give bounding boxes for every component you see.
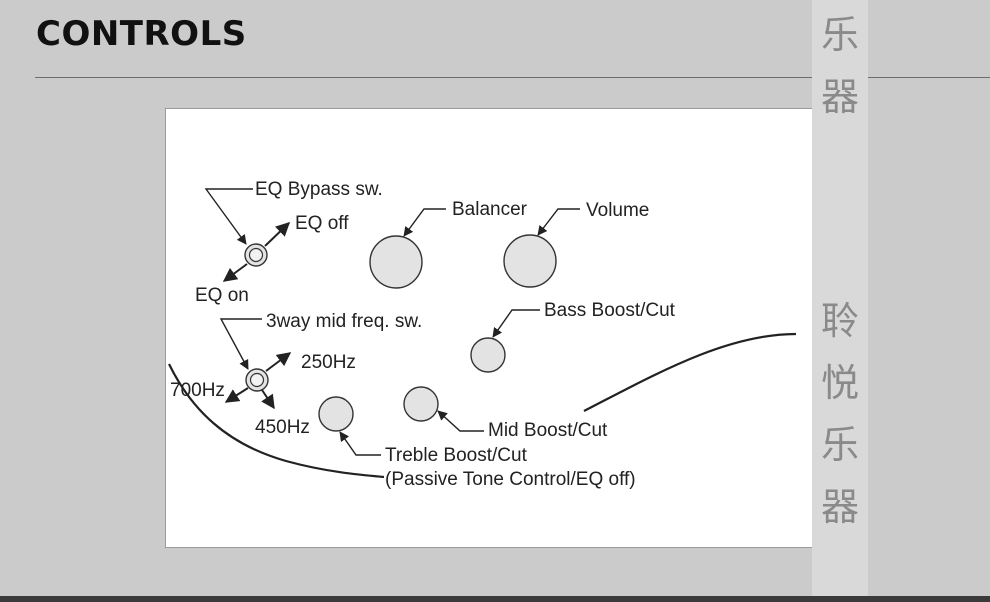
balancer-knob — [369, 235, 423, 289]
mid-label: Mid Boost/Cut — [488, 420, 608, 441]
bass-knob — [470, 337, 506, 373]
page-title: CONTROLS — [36, 14, 247, 54]
passive-tone-label: (Passive Tone Control/EQ off) — [385, 469, 636, 490]
title-divider — [35, 77, 990, 78]
bottom-bar — [0, 596, 990, 602]
700hz-arrow — [224, 387, 249, 403]
mid-leader — [437, 410, 484, 432]
balancer-label: Balancer — [452, 199, 528, 220]
bass-leader — [492, 309, 540, 338]
eq-off-arrow — [264, 222, 291, 247]
bass-label: Bass Boost/Cut — [544, 300, 676, 321]
eq-on-label: EQ on — [195, 285, 249, 306]
controls-diagram-svg: EQ Bypass sw. EQ off EQ on Balancer Volu… — [168, 179, 797, 490]
balancer-leader — [403, 208, 446, 237]
250hz-arrow — [265, 352, 292, 372]
eq-on-arrow — [222, 263, 248, 282]
watermark-char: 乐 — [820, 13, 859, 57]
body-outline-right — [583, 332, 797, 412]
250hz-label: 250Hz — [301, 352, 356, 373]
controls-diagram: EQ Bypass sw. EQ off EQ on Balancer Volu… — [165, 108, 819, 548]
mid-freq-switch — [245, 368, 269, 392]
volume-label: Volume — [586, 200, 649, 221]
watermark-char: 聆 — [820, 299, 859, 343]
mid-freq-label: 3way mid freq. sw. — [266, 311, 422, 332]
treble-knob — [318, 396, 354, 432]
volume-knob — [503, 234, 557, 288]
mid-freq-leader — [219, 318, 262, 370]
watermark-char: 器 — [820, 485, 859, 529]
700hz-label: 700Hz — [170, 380, 225, 401]
450hz-label: 450Hz — [255, 417, 310, 438]
watermark-char: 器 — [820, 75, 859, 119]
treble-leader — [339, 431, 381, 456]
eq-bypass-leader — [204, 188, 253, 245]
watermark-char: 乐 — [820, 423, 859, 467]
450hz-arrow — [261, 389, 275, 410]
eq-bypass-switch — [244, 243, 268, 267]
treble-label: Treble Boost/Cut — [385, 445, 528, 466]
eq-off-label: EQ off — [295, 213, 349, 234]
watermark-strip — [812, 0, 868, 602]
body-outline-left — [168, 363, 385, 479]
watermark-char: 悦 — [820, 361, 859, 405]
mid-knob — [403, 386, 439, 422]
volume-leader — [537, 208, 580, 236]
eq-bypass-label: EQ Bypass sw. — [255, 179, 383, 200]
